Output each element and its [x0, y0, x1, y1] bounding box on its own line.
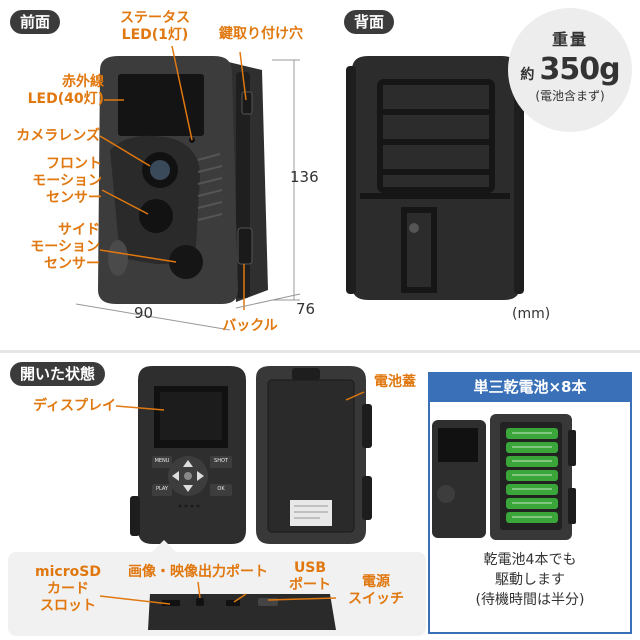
status-led-label: ステータス LED(1灯)	[120, 10, 190, 43]
width-dimension: 90	[134, 304, 154, 322]
battery-title: 単三乾電池×8本	[430, 372, 630, 402]
section-divider	[0, 350, 640, 353]
ok-button-label: OK	[217, 486, 225, 492]
battery-note-line1: 乾電池4本でも	[483, 552, 577, 568]
front-motion-sensor-label: フロント モーション センサー	[32, 156, 102, 206]
weight-label: 重量	[551, 30, 588, 49]
front-section-tag: 前面	[10, 10, 61, 34]
back-section-tag: 背面	[344, 10, 395, 34]
weight-note: (電池含まず)	[535, 89, 605, 103]
battery-cover-label: 電池蓋	[374, 374, 416, 390]
weight-prefix: 約	[520, 67, 535, 83]
height-dimension: 136	[290, 168, 319, 186]
unit-label: (mm)	[512, 306, 551, 322]
av-port-label: 画像・映像出力ポート	[128, 564, 268, 580]
buckle-shape	[237, 227, 253, 265]
weight-badge: 重量 約 350g (電池含まず)	[508, 8, 632, 132]
play-button-label: PLAY	[155, 486, 168, 492]
camera-lens-label: カメラレンズ	[16, 128, 100, 144]
battery-note-line3: (待機時間は半分)	[475, 592, 585, 608]
menu-button-label: MENU	[154, 458, 170, 464]
shot-button-label: SHOT	[214, 458, 228, 464]
battery-note-line2: 駆動します	[495, 572, 565, 588]
depth-dimension: 76	[296, 300, 316, 318]
lock-hole-label: 鍵取り付け穴	[219, 26, 303, 42]
side-motion-sensor-shape	[169, 245, 203, 279]
power-switch-label: 電源 スイッチ	[348, 574, 404, 607]
display-label: ディスプレイ	[32, 398, 116, 414]
battery-note: 乾電池4本でも 駆動します (待機時間は半分)	[430, 550, 630, 610]
side-motion-sensor-label: サイド モーション センサー	[30, 222, 100, 272]
usb-port-label: USB ポート	[289, 560, 331, 593]
weight-value: 350g	[539, 52, 620, 87]
microsd-slot-label: microSD カード スロット	[35, 564, 101, 614]
infrared-led-label: 赤外線 LED(40灯)	[27, 74, 104, 107]
buckle-label: バックル	[222, 318, 278, 334]
front-motion-sensor-shape	[139, 199, 173, 233]
open-section-tag: 開いた状態	[10, 362, 106, 386]
